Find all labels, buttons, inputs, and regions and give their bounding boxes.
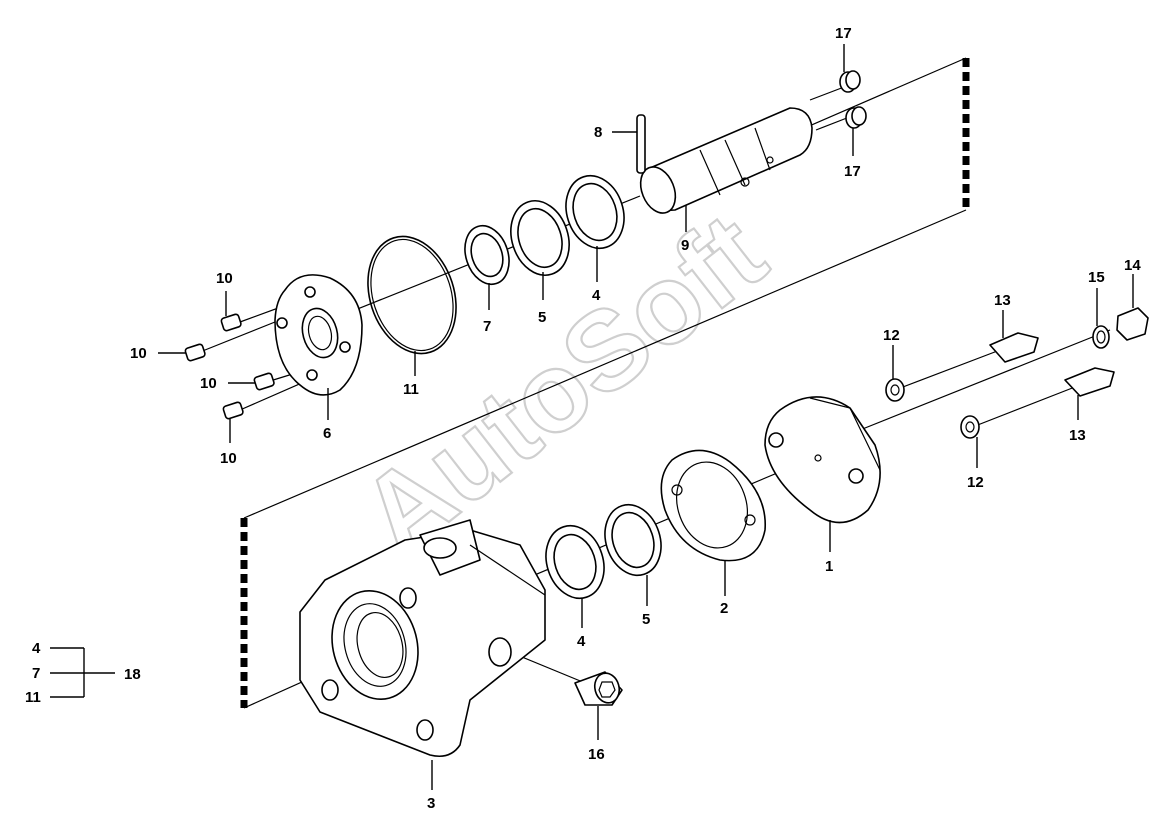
cover-part-1 <box>764 396 881 524</box>
washer-part-15 <box>1092 325 1110 349</box>
plug-part-17-lower <box>845 106 867 129</box>
callout-5-lower: 5 <box>642 611 650 628</box>
callout-12-upper: 12 <box>883 327 900 344</box>
flange-plate-part-6 <box>274 274 363 396</box>
bolt-part-13-lower <box>1064 367 1115 397</box>
ring-part-5-upper <box>510 200 570 276</box>
housing-part-3 <box>299 519 546 758</box>
cap-screw-part-10-b <box>184 343 206 362</box>
kit-bracket <box>50 647 115 698</box>
ring-part-7-upper <box>464 224 510 286</box>
callout-3: 3 <box>427 795 435 812</box>
leader-lines <box>158 44 1134 790</box>
gasket-part-2 <box>660 449 766 562</box>
callout-14: 14 <box>1124 257 1141 274</box>
cap-screw-part-10-d <box>222 401 244 420</box>
callout-1: 1 <box>825 558 833 575</box>
callout-12-lower: 12 <box>967 474 984 491</box>
callout-11-kit: 11 <box>25 689 41 706</box>
callout-6: 6 <box>323 425 331 442</box>
nut-part-14 <box>1116 307 1149 341</box>
o-ring-part-11 <box>367 235 457 355</box>
callout-13-upper: 13 <box>994 292 1011 309</box>
callout-17-upper: 17 <box>835 25 852 42</box>
callout-4-kit: 4 <box>32 640 41 657</box>
washer-part-12-lower <box>960 415 980 439</box>
callout-10-b: 10 <box>130 345 147 362</box>
callout-5-upper: 5 <box>538 309 546 326</box>
callout-10-a: 10 <box>216 270 233 287</box>
callout-10-c: 10 <box>200 375 217 392</box>
callout-16: 16 <box>588 746 605 763</box>
callout-2: 2 <box>720 600 728 617</box>
callout-7-upper: 7 <box>483 318 491 335</box>
ring-part-4-upper <box>565 174 625 250</box>
ring-part-4-lower <box>545 524 605 600</box>
callout-7-kit: 7 <box>32 665 40 682</box>
callout-15: 15 <box>1088 269 1105 286</box>
callout-8: 8 <box>594 124 602 141</box>
callout-4-upper: 4 <box>592 287 601 304</box>
callout-18: 18 <box>124 666 141 683</box>
ring-part-5-lower <box>604 503 662 577</box>
callout-13-lower: 13 <box>1069 427 1086 444</box>
callout-4-lower: 4 <box>577 633 586 650</box>
bolt-part-13-upper <box>989 332 1039 363</box>
callout-9: 9 <box>681 237 689 254</box>
assembly-boundary <box>240 57 970 709</box>
pin-part-8 <box>636 114 646 174</box>
washer-part-12-upper <box>885 378 905 402</box>
callout-17-lower: 17 <box>844 163 861 180</box>
valve-spool-part-9 <box>639 107 813 214</box>
cap-screw-part-10-c <box>253 372 275 391</box>
plug-part-16 <box>574 671 623 706</box>
callout-11-upper: 11 <box>403 381 419 398</box>
callout-labels: 17 17 8 9 4 5 7 11 6 10 10 10 10 12 13 1… <box>25 25 1141 812</box>
callout-10-d: 10 <box>220 450 237 467</box>
cap-screw-part-10-a <box>220 313 242 332</box>
plug-part-17-upper <box>839 70 861 93</box>
